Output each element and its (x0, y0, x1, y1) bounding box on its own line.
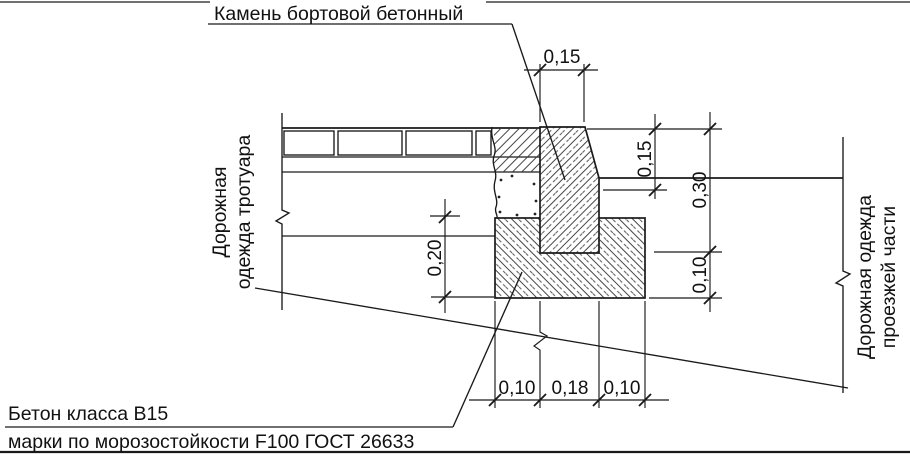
drawing-title: Камень бортовой бетонный (214, 3, 463, 25)
cut-slab-hatch (494, 128, 540, 172)
dim-curb-total-height: 0,30 0,10 (649, 112, 722, 312)
dim-label: 0,15 (544, 47, 581, 68)
dim-label: 0,10 (604, 378, 641, 399)
dim-tick (703, 122, 717, 136)
dim-tick (488, 393, 502, 407)
dim-tick (648, 183, 662, 197)
dim-tick (438, 210, 452, 224)
dim-label: 0,30 (690, 172, 711, 209)
title-leader-line (511, 23, 566, 181)
dim-tick (703, 245, 717, 259)
curb-stone (539, 126, 600, 254)
dim-tick (533, 393, 547, 407)
paving-slab (405, 130, 473, 156)
dim-tick (533, 63, 547, 77)
note-leader-line (452, 271, 523, 428)
dim-label: 0,15 (635, 141, 656, 178)
concrete-note-line2: марки по морозостойкости F100 ГОСТ 26633 (8, 431, 414, 453)
dim-tick (438, 290, 452, 304)
roadway-label-line1: Дорожная одежда (854, 195, 876, 359)
dim-tick (638, 393, 652, 407)
dim-curb-top-width: 0,15 (524, 47, 598, 122)
dim-foundation-side-height: 0,20 (425, 199, 494, 313)
subgrade-line (254, 287, 849, 389)
mortar-dots (497, 174, 538, 217)
right-break-line (834, 137, 852, 393)
dim-foundation-widths: 0,10 0,18 0,10 (469, 301, 669, 408)
roadway-label-line2: проезжей части (878, 206, 900, 348)
dim-label: 0,10 (690, 257, 711, 294)
dim-tick (577, 63, 591, 77)
dim-tick (703, 291, 717, 305)
paving-slab (283, 130, 335, 156)
paving-slab-partial (475, 130, 492, 156)
excavation-wavy-line (491, 126, 498, 219)
dim-label: 0,10 (499, 378, 536, 399)
concrete-note-line1: Бетон класса B15 (8, 403, 168, 425)
dim-tick (648, 122, 662, 136)
dim-label: 0,20 (425, 240, 446, 277)
extension-line-with-break (533, 301, 549, 408)
dim-tick (592, 393, 606, 407)
sidewalk-label-line1: Дорожная (209, 167, 231, 258)
sidewalk-label-line2: одежда тротуара (233, 135, 255, 290)
dim-curb-exposed-height: 0,15 (587, 114, 722, 199)
dim-label: 0,18 (552, 378, 589, 399)
paving-slab (337, 130, 403, 156)
left-break-line (274, 113, 291, 310)
